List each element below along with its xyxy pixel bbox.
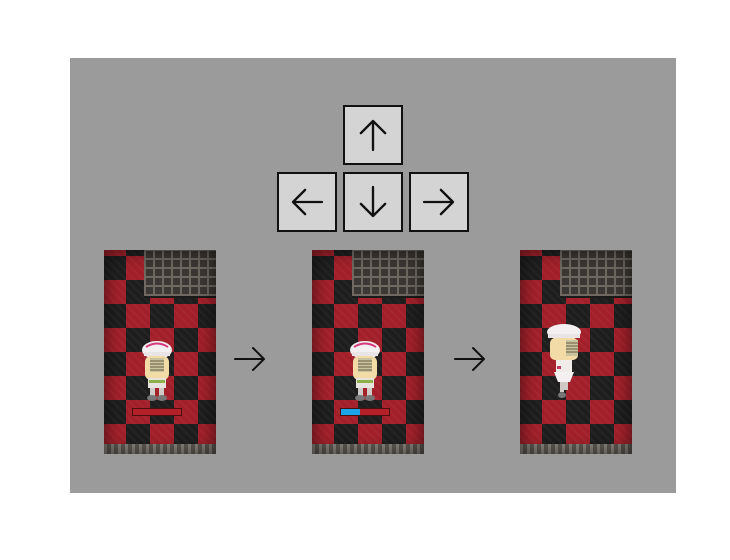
character-standing [142,341,172,401]
charge-gauge-fill [341,409,361,415]
floor-ledge [104,444,216,454]
vignette [104,250,216,454]
arrow-right-icon [422,188,455,216]
key-right [409,172,469,232]
arrow-left-icon [291,188,324,216]
key-up [343,105,403,165]
floor-ledge [520,444,632,454]
charge-gauge [132,408,182,416]
key-left [277,172,337,232]
game-frame-3 [520,250,632,454]
sequence-arrow-icon [234,347,265,371]
key-down [343,172,403,232]
arrow-down-icon [359,185,387,218]
game-frame-1 [104,250,216,454]
tutorial-panel [70,58,676,493]
character-charging [350,341,380,401]
sequence-arrow-icon [454,347,485,371]
maze-wall [352,250,424,298]
arrow-up-icon [359,119,387,152]
charge-gauge [340,408,390,416]
game-frame-2 [312,250,424,454]
floor-ledge [312,444,424,454]
maze-wall [560,250,632,298]
vignette [312,250,424,454]
character-dashing [547,324,581,398]
vignette [520,250,632,454]
maze-wall [144,250,216,298]
